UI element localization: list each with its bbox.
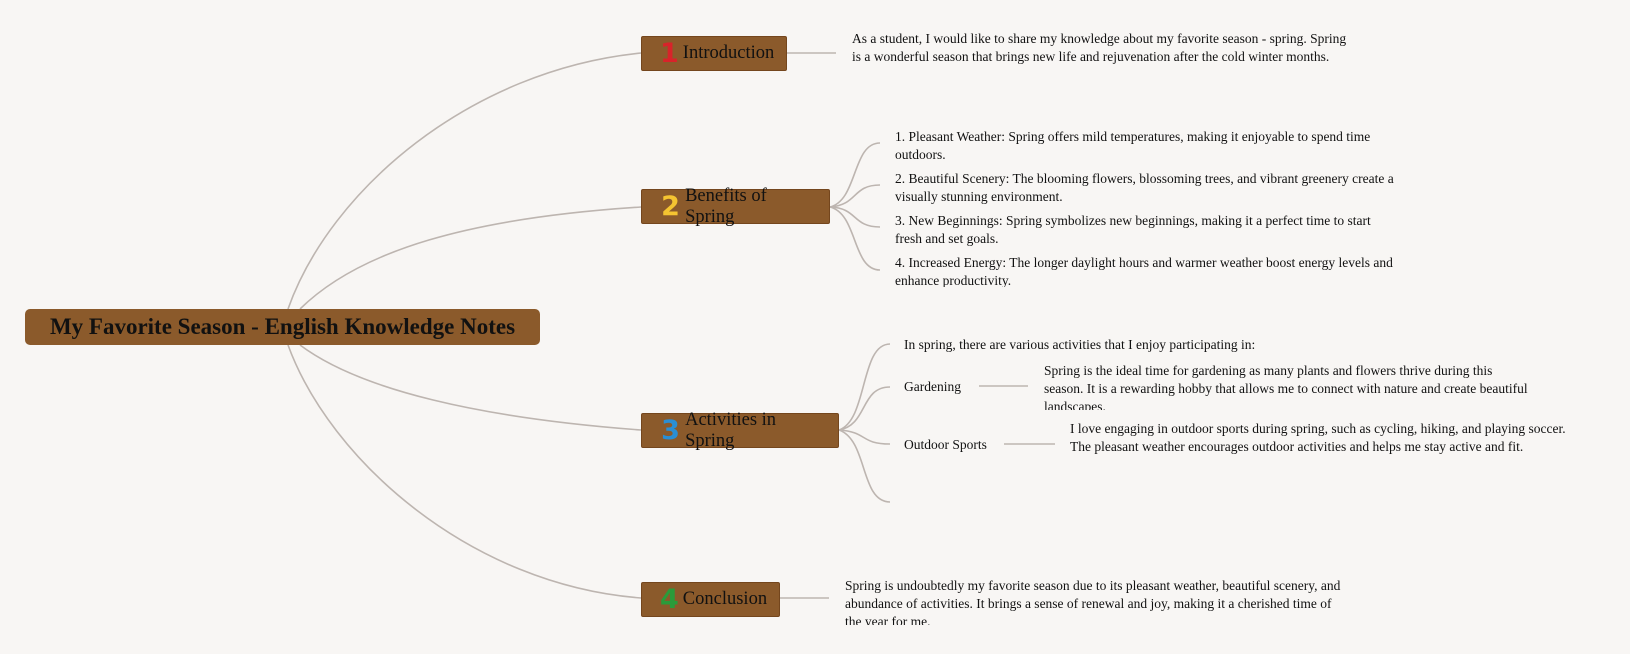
outdoor-sports-text: I love engaging in outdoor sports during… — [1070, 421, 1566, 454]
connector-activity-sports — [838, 429, 891, 445]
root-title: My Favorite Season - English Knowledge N… — [49, 314, 516, 339]
connector-root-conclusion — [287, 344, 642, 599]
connector-benefit-1 — [829, 142, 881, 208]
benefit-item-4: 4. Increased Energy: The longer daylight… — [895, 255, 1393, 287]
connector-benefit-2 — [829, 184, 881, 208]
topic-label: Conclusion — [682, 589, 768, 609]
topic-conclusion[interactable]: 4 Conclusion — [641, 582, 780, 617]
root-node[interactable]: My Favorite Season - English Knowledge N… — [25, 309, 540, 345]
introduction-text: As a student, I would like to share my k… — [852, 31, 1347, 64]
gardening-label: Gardening — [904, 379, 961, 394]
connector-root-introduction — [287, 52, 642, 310]
connector-activity-intro — [838, 343, 891, 431]
connector-root-activities — [299, 344, 642, 431]
connector-benefit-3 — [829, 206, 881, 228]
topic-benefits[interactable]: 2 Benefits of Spring — [641, 186, 830, 227]
connector-root-benefits — [299, 206, 642, 310]
number-four-icon: 4 — [660, 584, 679, 615]
benefit-item-2: 2. Beautiful Scenery: The blooming flowe… — [895, 171, 1394, 204]
topic-activities[interactable]: 3 Activities in Spring — [641, 410, 839, 451]
gardening-text: Spring is the ideal time for gardening a… — [1044, 363, 1528, 410]
benefit-item-3: 3. New Beginnings: Spring symbolizes new… — [895, 213, 1371, 246]
connector-activity-empty — [838, 429, 891, 503]
benefit-item-1: 1. Pleasant Weather: Spring offers mild … — [895, 129, 1371, 162]
number-three-icon: 3 — [661, 415, 680, 446]
topic-label: Benefits of Spring — [685, 185, 767, 227]
number-one-icon: 1 — [660, 38, 679, 69]
topic-label: Introduction — [682, 43, 775, 63]
connector-activity-gardening — [838, 386, 891, 431]
number-two-icon: 2 — [661, 191, 680, 222]
conclusion-text: Spring is undoubtedly my favorite season… — [845, 578, 1341, 625]
connector-benefit-4 — [829, 206, 881, 271]
topic-label: Activities in Spring — [685, 409, 777, 451]
outdoor-sports-label: Outdoor Sports — [904, 437, 987, 452]
activities-intro-text: In spring, there are various activities … — [904, 337, 1256, 352]
topic-introduction[interactable]: 1 Introduction — [641, 36, 787, 71]
